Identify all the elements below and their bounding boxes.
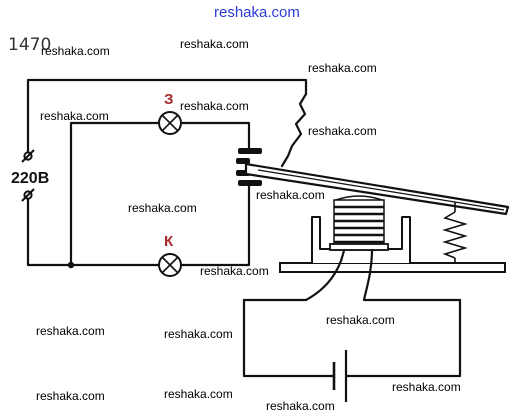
watermark: reshaka.com — [392, 380, 461, 394]
watermark: reshaka.com — [128, 201, 197, 215]
watermark: reshaka.com — [41, 44, 110, 58]
watermark: reshaka.com — [266, 399, 335, 413]
watermark: reshaka.com — [308, 124, 377, 138]
watermark: reshaka.com — [40, 109, 109, 123]
lamp-bottom-icon — [158, 253, 182, 277]
voltage-label: 220В — [11, 170, 49, 187]
lamp-bottom-wire — [179, 183, 251, 267]
problem-number: 1470 — [8, 35, 51, 55]
junction-node — [67, 261, 75, 269]
watermark: reshaka.com — [164, 387, 233, 401]
site-header: reshaka.com — [214, 4, 300, 21]
outer-wire — [26, 78, 308, 154]
watermark: reshaka.com — [200, 264, 269, 278]
lamp-bottom-label: К — [164, 233, 174, 250]
battery-loop-wire — [242, 298, 462, 378]
battery-icon — [332, 350, 348, 402]
bottom-rail-wire — [26, 194, 160, 267]
watermark: reshaka.com — [180, 99, 249, 113]
lamp-top-icon — [158, 111, 182, 135]
lamp-top-wire — [179, 121, 251, 150]
coil-lead-left — [242, 248, 346, 302]
return-spring-icon — [442, 202, 468, 263]
watermark: reshaka.com — [308, 61, 377, 75]
inner-left-wire — [69, 121, 160, 267]
watermark: reshaka.com — [180, 37, 249, 51]
watermark: reshaka.com — [326, 313, 395, 327]
flexible-lead-wire — [280, 92, 308, 168]
watermark: reshaka.com — [36, 389, 105, 403]
lamp-top-label: З — [164, 91, 173, 108]
relay-base — [279, 216, 506, 273]
watermark: reshaka.com — [164, 327, 233, 341]
power-terminals — [21, 149, 35, 202]
watermark: reshaka.com — [36, 324, 105, 338]
relay-armature — [244, 162, 510, 216]
coil-lead-right — [362, 248, 462, 302]
electromagnet-coil — [329, 195, 389, 251]
watermark: reshaka.com — [256, 188, 325, 202]
